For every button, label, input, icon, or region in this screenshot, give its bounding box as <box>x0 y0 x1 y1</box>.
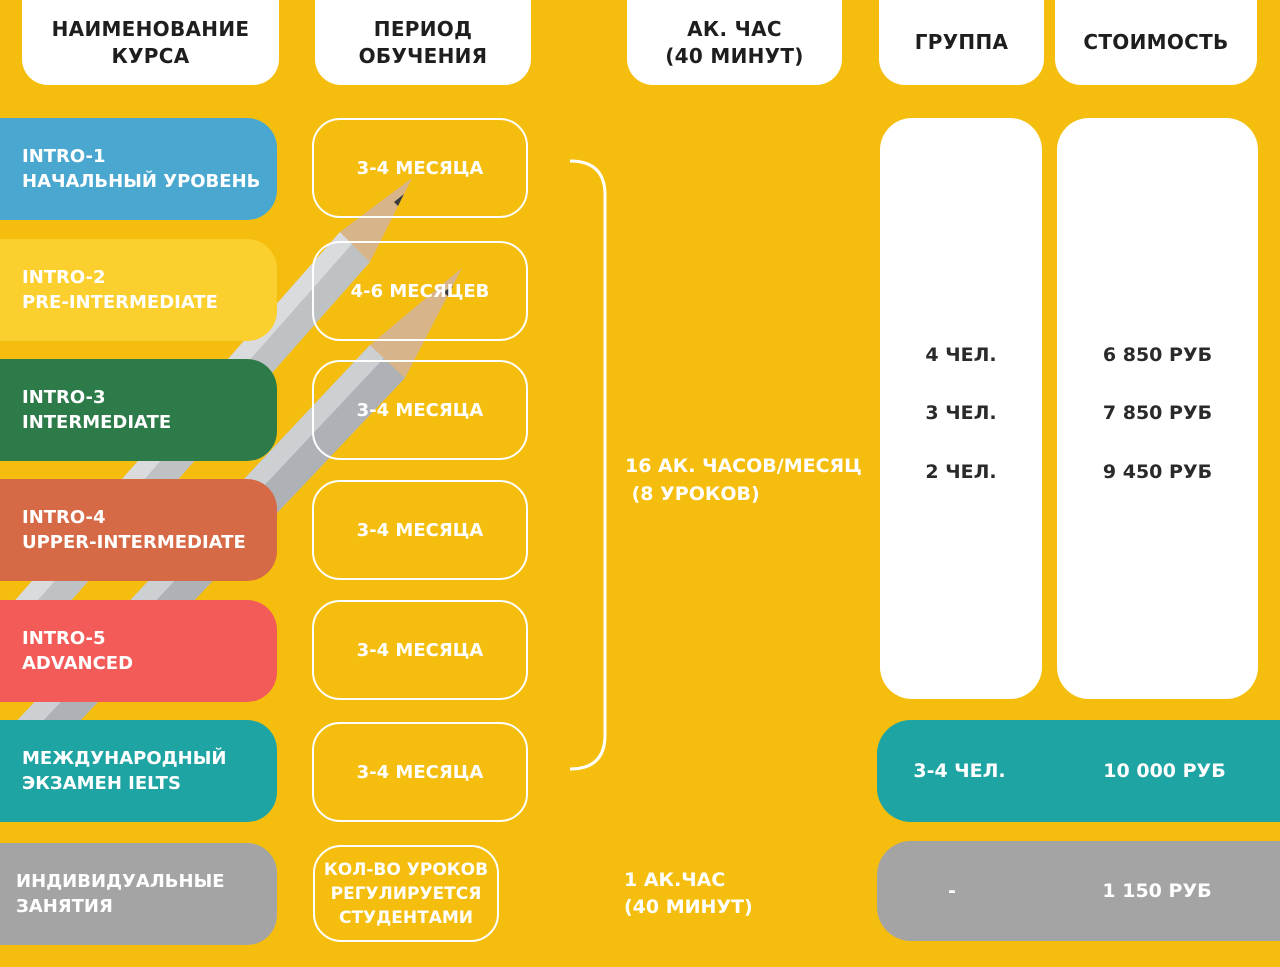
price-panel <box>1057 118 1258 699</box>
header-price: СТОИМОСТЬ <box>1055 0 1257 85</box>
course-individual: ИНДИВИДУАЛЬНЫЕ ЗАНЯТИЯ <box>0 843 277 945</box>
hours-individual-line2: (40 МИНУТ) <box>624 896 753 918</box>
course-level: UPPER-INTERMEDIATE <box>22 532 246 553</box>
header-group: ГРУППА <box>879 0 1044 85</box>
course-ielts: МЕЖДУНАРОДНЫЙ ЭКЗАМЕН IELTS <box>0 720 277 822</box>
course-level: PRE-INTERMEDIATE <box>22 292 218 313</box>
individual-price-bar <box>877 841 1280 941</box>
price-value: 7 850 РУБ <box>1102 402 1213 424</box>
course-intro-3: INTRO-3 INTERMEDIATE <box>0 359 277 461</box>
group-size: 2 ЧЕЛ. <box>925 461 997 483</box>
bracket-icon <box>569 159 607 771</box>
ielts-price-bar <box>877 720 1280 822</box>
course-level: ЗАНЯТИЯ <box>16 896 113 917</box>
header-course: НАИМЕНОВАНИЕ КУРСА <box>22 0 279 85</box>
course-code: INTRO-2 <box>22 267 106 288</box>
header-period: ПЕРИОД ОБУЧЕНИЯ <box>315 0 531 85</box>
period-intro-1: 3-4 МЕСЯЦА <box>312 118 528 218</box>
hours-group-line2: (8 УРОКОВ) <box>625 483 760 505</box>
course-level: ЭКЗАМЕН IELTS <box>22 773 181 794</box>
course-code: INTRO-5 <box>22 628 106 649</box>
course-code: ИНДИВИДУАЛЬНЫЕ <box>16 871 225 892</box>
course-intro-4: INTRO-4 UPPER-INTERMEDIATE <box>0 479 277 581</box>
course-level: INTERMEDIATE <box>22 412 172 433</box>
course-intro-5: INTRO-5 ADVANCED <box>0 600 277 702</box>
course-intro-2: INTRO-2 PRE-INTERMEDIATE <box>0 239 277 341</box>
price-value: 9 450 РУБ <box>1102 461 1213 483</box>
group-size: 4 ЧЕЛ. <box>925 344 997 366</box>
period-intro-5: 3-4 МЕСЯЦА <box>312 600 528 700</box>
course-code: INTRO-1 <box>22 146 106 167</box>
course-level: НАЧАЛЬНЫЙ УРОВЕНЬ <box>22 171 261 192</box>
ielts-group-size: 3-4 ЧЕЛ. <box>913 760 1006 782</box>
price-value: 6 850 РУБ <box>1102 344 1213 366</box>
hours-group-line1: 16 АК. ЧАСОВ/МЕСЯЦ <box>625 455 862 477</box>
ielts-price: 10 000 РУБ <box>1103 760 1226 782</box>
course-intro-1: INTRO-1 НАЧАЛЬНЫЙ УРОВЕНЬ <box>0 118 277 220</box>
group-panel <box>880 118 1042 699</box>
course-code: INTRO-3 <box>22 387 106 408</box>
hours-individual: 1 АК.ЧАС (40 МИНУТ) <box>624 867 824 921</box>
course-level: ADVANCED <box>22 653 134 674</box>
individual-group-size: - <box>948 880 956 902</box>
course-code: INTRO-4 <box>22 507 106 528</box>
hours-individual-line1: 1 АК.ЧАС <box>624 869 726 891</box>
header-hour: АК. ЧАС (40 МИНУТ) <box>627 0 842 85</box>
course-code: МЕЖДУНАРОДНЫЙ <box>22 748 227 769</box>
hours-group: 16 АК. ЧАСОВ/МЕСЯЦ (8 УРОКОВ) <box>625 452 875 508</box>
period-intro-4: 3-4 МЕСЯЦА <box>312 480 528 580</box>
period-intro-2: 4-6 МЕСЯЦЕВ <box>312 241 528 341</box>
period-ielts: 3-4 МЕСЯЦА <box>312 722 528 822</box>
individual-price: 1 150 РУБ <box>1102 880 1212 902</box>
period-individual: КОЛ-ВО УРОКОВ РЕГУЛИРУЕТСЯ СТУДЕНТАМИ <box>313 845 499 942</box>
group-size: 3 ЧЕЛ. <box>925 402 997 424</box>
period-intro-3: 3-4 МЕСЯЦА <box>312 360 528 460</box>
